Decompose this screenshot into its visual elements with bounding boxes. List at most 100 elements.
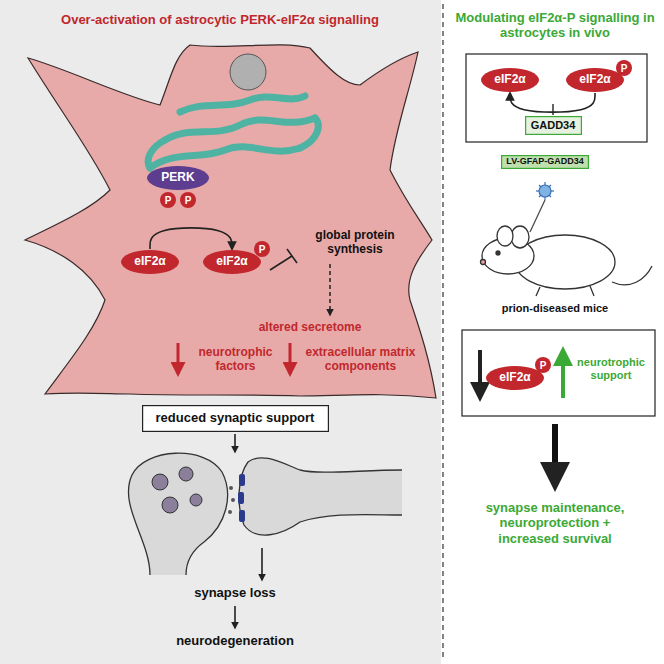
text-label: Over-activation of astrocytic PERK-eIF2α… xyxy=(10,12,430,27)
process-box-fill xyxy=(142,405,328,431)
synapse xyxy=(238,492,244,504)
node-text: LV-GFAP-GADD34 xyxy=(506,157,583,167)
node-text: P xyxy=(185,195,192,206)
endoplasmic-reticulum xyxy=(148,118,318,168)
mouse xyxy=(536,286,594,296)
text-label: neurotrophic support xyxy=(572,356,650,382)
virus-icon xyxy=(539,185,551,197)
down-arrow xyxy=(177,343,180,374)
synapse xyxy=(190,494,202,506)
endoplasmic-reticulum xyxy=(165,118,315,140)
synapse xyxy=(228,510,232,514)
down-arrow xyxy=(261,548,263,580)
node-text: P xyxy=(165,195,172,206)
mouse xyxy=(612,266,652,285)
phospho-circle-fill xyxy=(616,60,632,76)
protein-oval: eIF2α xyxy=(203,250,261,274)
protein-oval-fill xyxy=(121,250,179,274)
text-label: neurotrophic factors xyxy=(188,345,283,373)
text-label: global protein synthesis xyxy=(300,228,410,256)
endoplasmic-reticulum xyxy=(150,147,300,168)
astrocyte xyxy=(25,45,436,398)
curved-arrow xyxy=(510,93,595,112)
text-label: Modulating eIF2α-P signalling in astrocy… xyxy=(452,10,658,41)
node-text: reduced synaptic support xyxy=(156,411,315,425)
phospho-circle: P xyxy=(180,192,196,208)
node-text: eIF2α xyxy=(499,371,530,384)
phospho-circle: P xyxy=(160,192,176,208)
protein-oval: eIF2α xyxy=(486,366,544,390)
node-text: GADD34 xyxy=(531,119,576,131)
inhibition-line xyxy=(287,249,297,263)
endoplasmic-reticulum xyxy=(148,96,318,168)
up-arrow xyxy=(561,350,565,398)
big-arrow xyxy=(552,424,558,486)
protein-oval: PERK xyxy=(147,166,209,190)
down-arrow xyxy=(234,434,236,452)
synapse xyxy=(239,458,402,535)
text-label: altered secretome xyxy=(240,320,380,334)
synapse xyxy=(239,510,245,522)
left-panel xyxy=(0,0,441,664)
node-text: P xyxy=(621,63,628,74)
astrocyte xyxy=(25,45,436,398)
phospho-circle-fill xyxy=(535,357,551,373)
mouse xyxy=(497,226,513,246)
text-label: synapse loss xyxy=(175,585,295,600)
text-label: prion-diseased mice xyxy=(475,302,635,315)
vector-box-fill xyxy=(502,156,589,169)
synapse xyxy=(128,453,227,575)
synapse xyxy=(229,486,233,490)
synapse xyxy=(231,498,235,502)
gadd34-link xyxy=(552,104,553,115)
astrocyte xyxy=(230,54,266,90)
text-label: extracellular matrix components xyxy=(298,345,423,373)
mouse xyxy=(481,260,486,265)
node-text: eIF2α xyxy=(134,255,165,268)
virus-icon xyxy=(536,182,554,200)
protein-oval-fill xyxy=(566,68,624,92)
text-label: synapse maintenance, neuroprotection + i… xyxy=(480,500,630,546)
dashed-arrow xyxy=(329,264,331,315)
vector-box: LV-GFAP-GADD34 xyxy=(501,155,589,169)
protein-oval-fill xyxy=(203,250,261,274)
mouse xyxy=(481,226,653,296)
process-box: reduced synaptic support xyxy=(142,405,329,432)
endoplasmic-reticulum xyxy=(180,96,305,112)
curved-arrow xyxy=(150,228,232,249)
injection-line xyxy=(530,200,545,232)
node-text: eIF2α xyxy=(579,73,610,86)
phospho-circle: P xyxy=(254,241,270,257)
group-frame xyxy=(466,54,647,142)
protein-oval-fill xyxy=(147,166,209,190)
synapse xyxy=(239,474,245,486)
synapse xyxy=(128,453,402,575)
text-label: neurodegeneration xyxy=(155,633,315,648)
protein-oval: eIF2α xyxy=(566,68,624,92)
node-text: P xyxy=(540,360,547,371)
left-panel xyxy=(0,0,441,664)
down-arrow xyxy=(478,350,482,398)
synapse xyxy=(179,467,193,481)
down-arrow xyxy=(234,606,236,628)
inhibition-line xyxy=(270,249,297,270)
group-frame xyxy=(462,330,655,416)
enzyme-box: GADD34 xyxy=(525,116,582,135)
protein-oval: eIF2α xyxy=(121,250,179,274)
phospho-circle-fill xyxy=(254,241,270,257)
virus-icon xyxy=(539,185,551,197)
mouse xyxy=(496,251,500,255)
node-text: P xyxy=(259,244,266,255)
virus-icon xyxy=(539,185,551,197)
mouse xyxy=(511,226,529,248)
node-text: PERK xyxy=(161,171,194,184)
synapse xyxy=(162,497,178,513)
phospho-circle-fill xyxy=(160,192,176,208)
synapse xyxy=(152,474,168,490)
phospho-circle: P xyxy=(616,60,632,76)
phospho-circle: P xyxy=(535,357,551,373)
down-arrow xyxy=(289,343,292,374)
protein-oval-fill xyxy=(486,366,544,390)
enzyme-box-fill xyxy=(525,116,581,134)
protein-oval: eIF2α xyxy=(481,68,539,92)
